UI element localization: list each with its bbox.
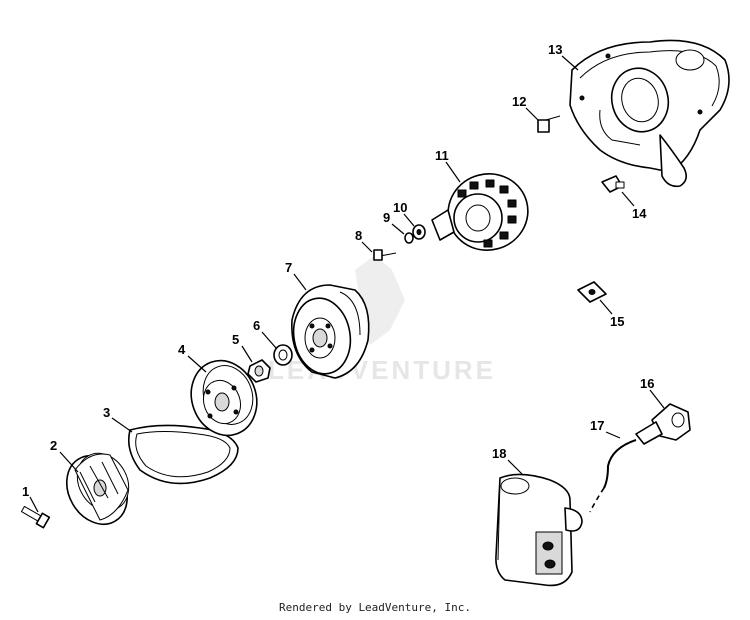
part-11-stator[interactable] [431, 165, 536, 259]
part-17-ignition-lead[interactable] [589, 439, 637, 513]
callout-5: 5 [232, 332, 239, 347]
callout-4: 4 [178, 342, 186, 357]
part-7-flywheel[interactable] [288, 284, 370, 379]
part-8-screw[interactable] [373, 249, 397, 261]
part-13-crankcase-cover[interactable] [569, 39, 730, 188]
callout-9: 9 [383, 210, 390, 225]
callout-18: 18 [492, 446, 506, 461]
part-9-lock-washer[interactable] [404, 232, 414, 244]
callout-16: 16 [640, 376, 654, 391]
callout-6: 6 [253, 318, 260, 333]
callout-13: 13 [548, 42, 562, 57]
callout-14: 14 [632, 206, 647, 221]
part-4-driven-pulley[interactable] [181, 351, 267, 444]
part-5-nut[interactable] [247, 359, 271, 383]
callout-8: 8 [355, 228, 362, 243]
part-1-bolt[interactable] [20, 504, 51, 529]
part-6-washer[interactable] [273, 344, 293, 366]
part-15-clip[interactable] [577, 281, 607, 303]
part-12-bolt[interactable] [537, 115, 561, 133]
part-16-spark-plug-cap[interactable] [635, 403, 691, 445]
callout-15: 15 [610, 314, 624, 329]
part-3-belt[interactable] [127, 424, 239, 485]
part-14-fitting[interactable] [601, 175, 625, 193]
leader-lines [29, 55, 665, 513]
callout-12: 12 [512, 94, 526, 109]
callout-2: 2 [50, 438, 57, 453]
part-18-ignition-coil[interactable] [495, 473, 583, 587]
part-10-washer[interactable] [412, 224, 426, 240]
callout-3: 3 [103, 405, 110, 420]
callout-1: 1 [22, 484, 29, 499]
callout-10: 10 [393, 200, 407, 215]
callout-7: 7 [285, 260, 292, 275]
part-2-pulley-half[interactable] [55, 444, 139, 535]
callout-labels: 1 2 3 4 5 6 7 8 9 10 11 12 13 14 15 16 1… [22, 42, 654, 499]
callout-17: 17 [590, 418, 604, 433]
footer-credit: Rendered by LeadVenture, Inc. [278, 601, 472, 614]
callout-11: 11 [435, 148, 449, 163]
